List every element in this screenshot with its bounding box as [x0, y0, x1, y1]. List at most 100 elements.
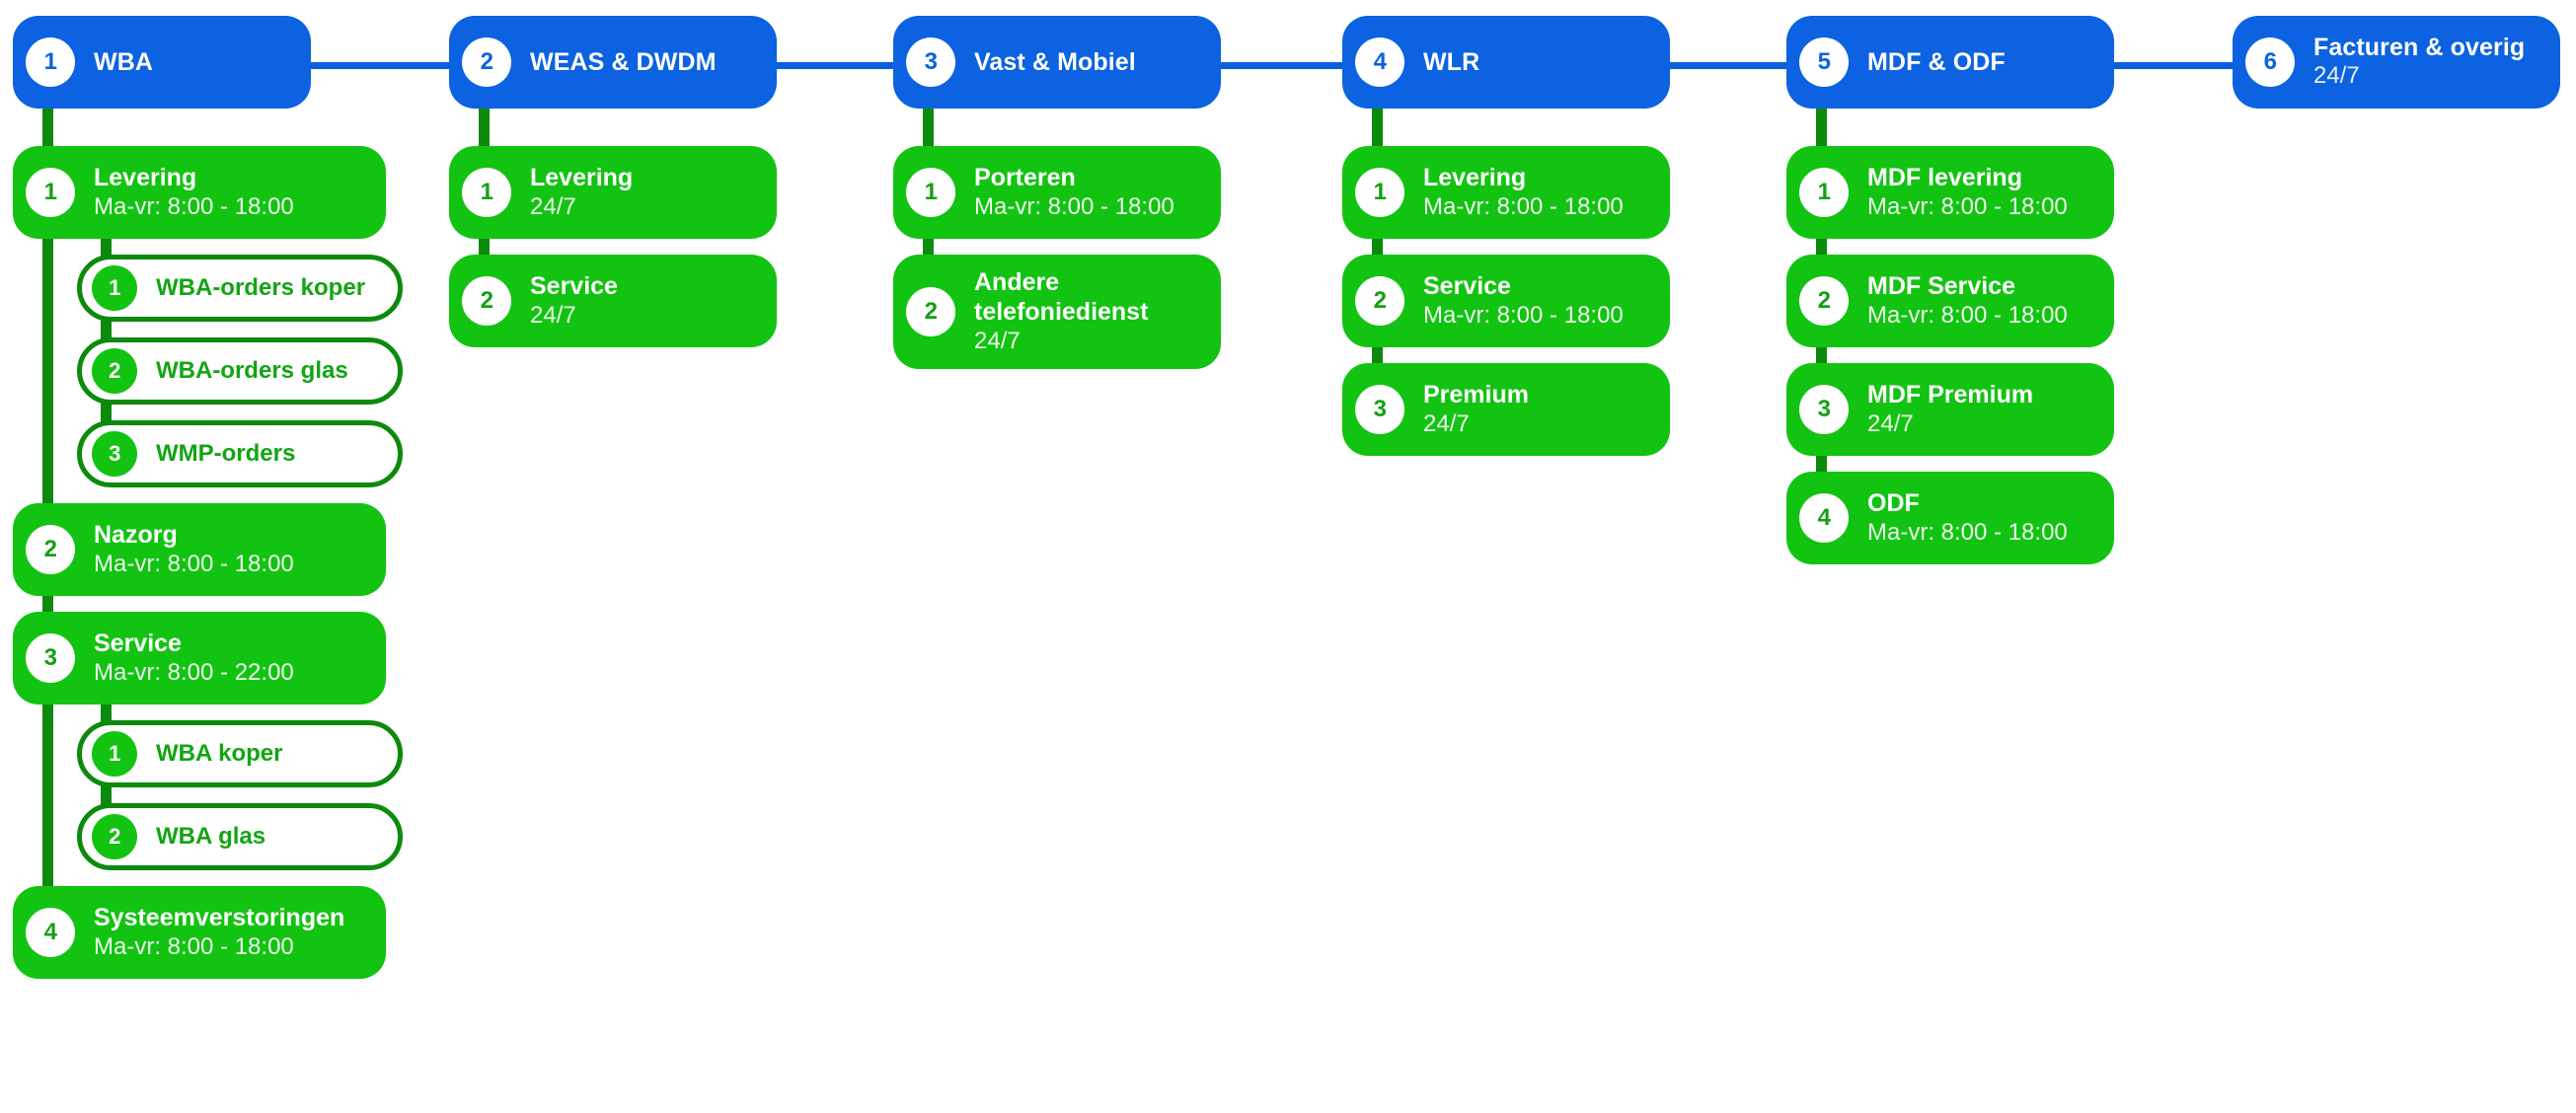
column-header-text: MDF & ODF: [1867, 48, 2006, 77]
service-subitem-title: WMP-orders: [156, 440, 296, 467]
column-header-number: 3: [906, 37, 955, 87]
service-item-hours: Ma-vr: 8:00 - 18:00: [1423, 193, 1624, 220]
column-header-4[interactable]: 4 WLR: [1342, 16, 1670, 109]
service-subitem[interactable]: 3 WMP-orders: [77, 420, 403, 487]
column-header-number: 4: [1355, 37, 1404, 87]
header-connector-rail-2: [763, 62, 907, 69]
service-item-number: 4: [26, 908, 75, 957]
service-item-hours: 24/7: [1423, 410, 1470, 437]
service-item-title: MDF Premium: [1867, 381, 2034, 408]
service-item-hours: Ma-vr: 8:00 - 18:00: [1423, 302, 1624, 329]
service-item-hours: Ma-vr: 8:00 - 18:00: [94, 551, 294, 577]
service-item-hours: Ma-vr: 8:00 - 18:00: [1867, 302, 2068, 329]
column-header-number: 5: [1799, 37, 1849, 87]
service-subitem-number: 3: [92, 431, 137, 477]
service-item-number: 1: [906, 168, 955, 217]
service-item-title: Levering: [1423, 164, 1527, 191]
column-header-2[interactable]: 2 WEAS & DWDM: [449, 16, 777, 109]
header-connector-rail-3: [1207, 62, 1356, 69]
column-trunk: [42, 103, 53, 900]
service-subitem-number: 1: [92, 265, 137, 311]
service-item-number: 1: [1799, 168, 1849, 217]
service-item-number: 2: [1799, 276, 1849, 326]
column-header-title: WEAS & DWDM: [530, 47, 717, 76]
column-header-3[interactable]: 3 Vast & Mobiel: [893, 16, 1221, 109]
column-header-title: Vast & Mobiel: [974, 47, 1136, 76]
header-connector-rail-4: [1656, 62, 1800, 69]
service-item-hours: Ma-vr: 8:00 - 18:00: [94, 933, 294, 960]
subitem-connector: [101, 231, 112, 264]
column-header-1[interactable]: 1 WBA: [13, 16, 311, 109]
service-item-hours: Ma-vr: 8:00 - 18:00: [974, 193, 1174, 220]
service-item-title: Porteren: [974, 164, 1076, 191]
service-item-number: 1: [1355, 168, 1404, 217]
column-header-title: WBA: [94, 47, 154, 76]
header-connector-rail-5: [2100, 62, 2246, 69]
service-item-title: Service: [1423, 272, 1511, 300]
service-item-title: Service: [530, 272, 618, 300]
service-item-number: 2: [462, 276, 511, 326]
column-header-text: Vast & Mobiel: [974, 48, 1136, 77]
header-connector-rail-1: [297, 62, 463, 69]
column-header-5[interactable]: 5 MDF & ODF: [1786, 16, 2114, 109]
service-subitem-title: WBA-orders koper: [156, 274, 366, 301]
subitem-connector: [101, 697, 112, 730]
column-header-text: WEAS & DWDM: [530, 48, 717, 77]
service-item-number: 2: [1355, 276, 1404, 326]
service-item-title: MDF Service: [1867, 272, 2016, 300]
service-item-hours: Ma-vr: 8:00 - 18:00: [1867, 519, 2068, 546]
column-header-hours: 24/7: [2313, 61, 2360, 89]
service-item-number: 1: [26, 168, 75, 217]
service-item-title: ODF: [1867, 489, 1920, 517]
column-header-text: WBA: [94, 48, 153, 77]
service-item-title: Levering: [94, 164, 197, 191]
service-item-title: Service: [94, 630, 182, 657]
subitem-connector: [101, 397, 112, 430]
service-item-hours: 24/7: [530, 302, 576, 329]
column-header-number: 1: [26, 37, 75, 87]
service-item-number: 4: [1799, 493, 1849, 543]
service-subitem-title: WBA-orders glas: [156, 357, 348, 384]
column-header-number: 2: [462, 37, 511, 87]
service-item-title: Nazorg: [94, 521, 178, 549]
service-item-title: Premium: [1423, 381, 1529, 408]
service-subitem[interactable]: 1 WBA-orders koper: [77, 255, 403, 322]
column-header-text: WLR: [1423, 48, 1479, 77]
column-header-number: 6: [2245, 37, 2295, 87]
service-subitem-title: WBA koper: [156, 740, 283, 767]
